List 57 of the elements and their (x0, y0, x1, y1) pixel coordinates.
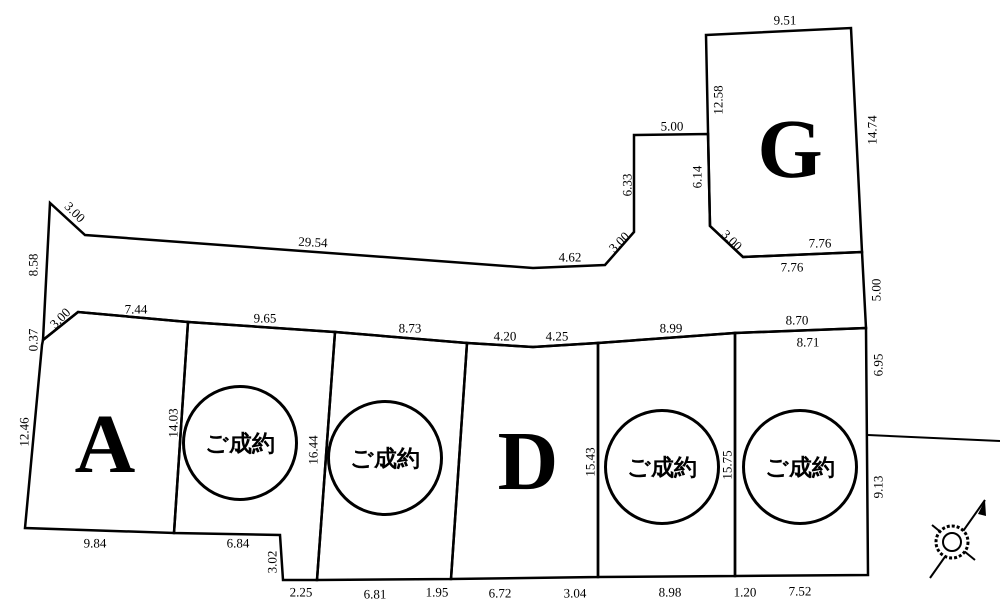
dimension-label: 4.62 (558, 250, 582, 264)
dimension-label: 6.33 (620, 174, 634, 196)
lot-parcel (735, 328, 868, 576)
dimension-label: 3.02 (266, 550, 278, 574)
dimension-label: 7.44 (124, 302, 148, 316)
dimension-label: 8.70 (786, 314, 808, 326)
dimension-label: 8.71 (796, 336, 820, 348)
lot-parcel (598, 333, 735, 577)
sold-label: ご成約 (205, 430, 275, 458)
dimension-label: 7.76 (780, 260, 804, 274)
sold-label: ご成約 (765, 454, 835, 482)
dimension-label: 5.00 (660, 120, 684, 132)
lot-parcel (317, 332, 467, 580)
dimension-label: 3.04 (564, 586, 586, 600)
dimension-label: 12.46 (18, 417, 30, 447)
dimension-label: 4.25 (546, 330, 568, 342)
dimension-label: 29.54 (298, 234, 328, 250)
dimension-label: 3.00 (62, 199, 88, 225)
lot-parcel (706, 28, 862, 257)
dimension-label: 6.95 (872, 354, 884, 376)
dimension-label: 7.52 (788, 584, 812, 598)
dimension-label: 2.25 (290, 586, 312, 598)
dimension-label: 15.75 (720, 450, 734, 480)
dimension-label: 3.00 (47, 305, 73, 331)
sold-stamp (182, 385, 298, 501)
dimension-label: 6.14 (690, 166, 704, 188)
sold-label: ご成約 (350, 444, 420, 474)
sold-stamp (327, 400, 443, 516)
dimension-label: 6.81 (364, 588, 386, 600)
dimension-label: 14.03 (166, 408, 180, 438)
sold-stamp (742, 409, 858, 525)
dimension-label: 7.76 (808, 236, 832, 250)
dimension-label: 8.58 (26, 254, 40, 276)
dimension-label: 6.72 (488, 586, 512, 600)
lot-letter: D (498, 420, 558, 504)
dimension-label: 0.37 (26, 328, 40, 352)
dimension-label: 9.84 (84, 536, 106, 550)
dimension-label: 15.43 (584, 447, 596, 477)
dimension-label: 14.74 (866, 115, 878, 145)
dimension-label: 9.51 (774, 14, 796, 26)
dimension-label: 6.84 (226, 536, 250, 550)
lot-parcel (451, 343, 598, 579)
dimension-label: 8.99 (660, 322, 682, 334)
dimension-label: 8.73 (398, 322, 422, 334)
dimension-label: 8.98 (658, 586, 682, 598)
dimension-label: 9.13 (872, 476, 884, 498)
dimension-label: 16.44 (306, 435, 320, 465)
dimension-label: 1.95 (426, 586, 448, 598)
dimension-label: 9.65 (254, 312, 276, 324)
lot-letter: A (74, 403, 136, 487)
sold-stamp (604, 409, 720, 525)
dimension-label: 4.20 (494, 330, 516, 342)
dimension-label: 5.00 (870, 278, 882, 302)
dimension-label: 12.58 (712, 85, 724, 115)
dimension-label: 1.20 (734, 586, 756, 598)
sold-label: ご成約 (627, 454, 697, 482)
lot-letter: G (757, 108, 823, 192)
